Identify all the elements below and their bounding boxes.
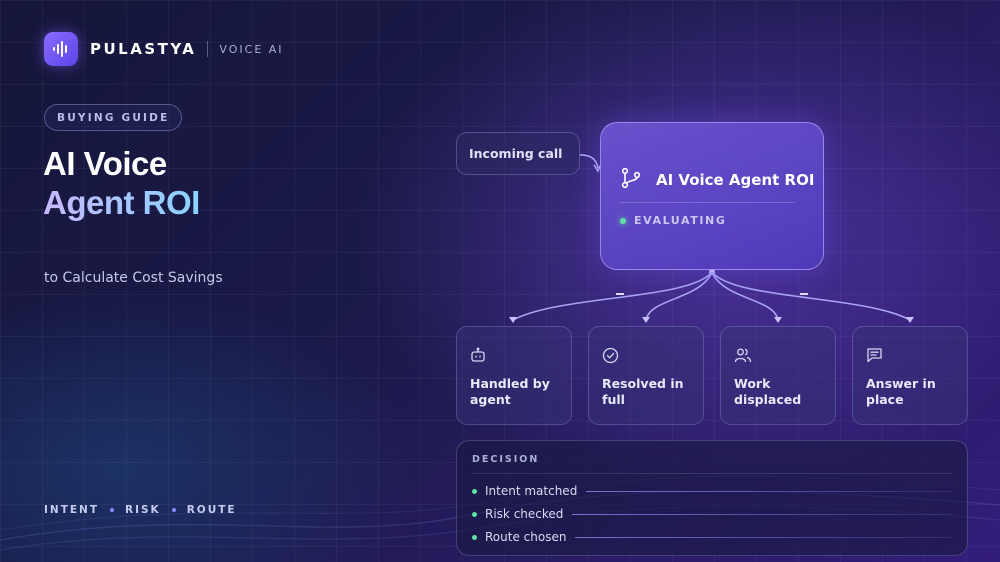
brand-divider <box>207 41 209 57</box>
row-dot <box>472 534 477 540</box>
decision-row-route: Route chosen <box>472 530 953 544</box>
roi-main-card: AI Voice Agent ROI EVALUATING <box>600 122 824 270</box>
brand-subtitle: VOICE AI <box>219 42 284 56</box>
guide-pill: BUYING GUIDE <box>44 104 183 131</box>
title-line-1: AI Voice <box>43 145 167 182</box>
row-line <box>572 513 953 515</box>
card-label: Handled by agent <box>470 376 550 407</box>
card-label: Work displaced <box>734 376 802 407</box>
incoming-call-node: Incoming call <box>456 132 580 175</box>
row-label: Route chosen <box>485 530 567 544</box>
row-dot <box>472 511 477 517</box>
brand-name: PULASTYA <box>90 40 197 58</box>
row-label: Intent matched <box>485 484 578 498</box>
check-circle-icon <box>602 347 619 368</box>
main-card-title: AI Voice Agent ROI <box>656 171 815 189</box>
tag-separator <box>171 508 176 512</box>
decision-row-risk: Risk checked <box>472 507 953 521</box>
outcome-card-displaced: Work displaced <box>720 326 836 425</box>
page-subtitle: to Calculate Cost Savings <box>44 270 223 286</box>
row-label: Risk checked <box>485 507 564 521</box>
bot-icon <box>470 347 486 367</box>
branch-icon <box>620 167 642 193</box>
outcome-card-handled: Handled by agent <box>456 326 572 425</box>
row-dot <box>472 488 477 494</box>
message-icon <box>866 347 883 367</box>
title-line-2: Agent ROI <box>43 184 200 221</box>
outcome-card-resolved: Resolved in full <box>588 326 704 425</box>
sound-wave-icon <box>44 32 78 66</box>
status-dot <box>620 217 626 224</box>
card-label: Resolved in full <box>602 376 684 407</box>
row-line <box>586 490 953 492</box>
tag-intent: INTENT <box>44 504 99 516</box>
status-text: EVALUATING <box>634 214 727 227</box>
tag-list: INTENT RISK ROUTE <box>44 504 237 516</box>
tag-route: ROUTE <box>186 504 237 516</box>
tag-separator <box>109 508 114 512</box>
decision-label: DECISION <box>472 454 540 465</box>
brand-header: PULASTYA VOICE AI <box>44 32 284 66</box>
status-badge: EVALUATING <box>620 214 727 227</box>
main-card-divider <box>619 202 795 203</box>
page-title: AI Voice Agent ROI <box>43 144 200 222</box>
users-icon <box>734 347 752 367</box>
outcome-card-answer: Answer in place <box>852 326 968 425</box>
card-label: Answer in place <box>866 376 936 407</box>
tag-risk: RISK <box>124 504 161 516</box>
decision-row-intent: Intent matched <box>472 484 953 498</box>
row-line <box>575 536 953 538</box>
decision-panel: DECISION Intent matched Risk checked Rou… <box>456 440 968 556</box>
main-card-header: AI Voice Agent ROI <box>620 167 814 193</box>
decision-divider <box>471 473 953 474</box>
